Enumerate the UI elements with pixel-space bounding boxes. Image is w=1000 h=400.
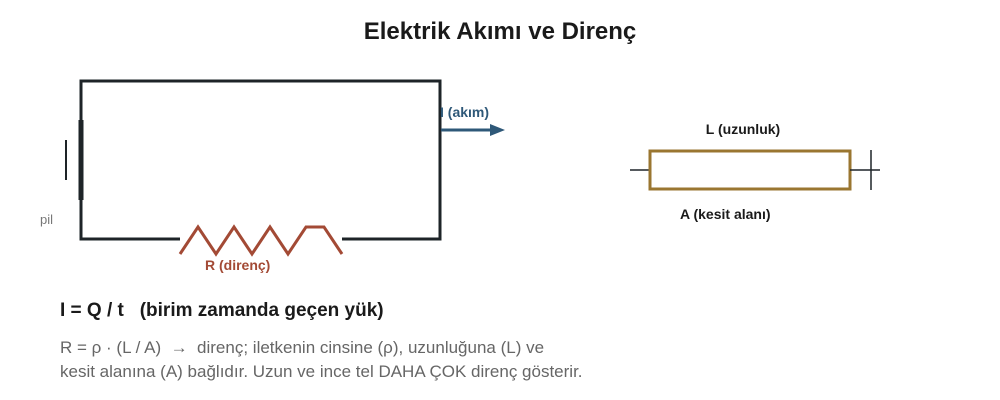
- current-arrow: [441, 124, 505, 136]
- resistance-formula-line-1: R = ρ · (L / A) → direnç; iletkenin cins…: [60, 338, 545, 357]
- resistor-label: R (direnç): [205, 257, 270, 273]
- current-formula: I = Q / t (birim zamanda geçen yük): [60, 300, 384, 321]
- resistor-zigzag: [178, 224, 344, 257]
- circuit-loop: [79, 79, 442, 241]
- battery-label: pil: [40, 212, 53, 227]
- current-label: I (akım): [440, 104, 489, 120]
- wire-body: [648, 149, 852, 191]
- current-arrow-head: [490, 124, 505, 136]
- resistance-formula-line-2: kesit alanına (A) bağlıdır. Uzun ve ince…: [60, 362, 583, 381]
- resistance-formula: R = ρ · (L / A) → direnç; iletkenin cins…: [60, 336, 660, 384]
- battery-symbol: [65, 120, 84, 200]
- wire-length-label: L (uzunluk): [706, 121, 780, 137]
- wire-area-label: A (kesit alanı): [680, 206, 771, 222]
- diagram-title: Elektrik Akımı ve Direnç: [364, 18, 637, 45]
